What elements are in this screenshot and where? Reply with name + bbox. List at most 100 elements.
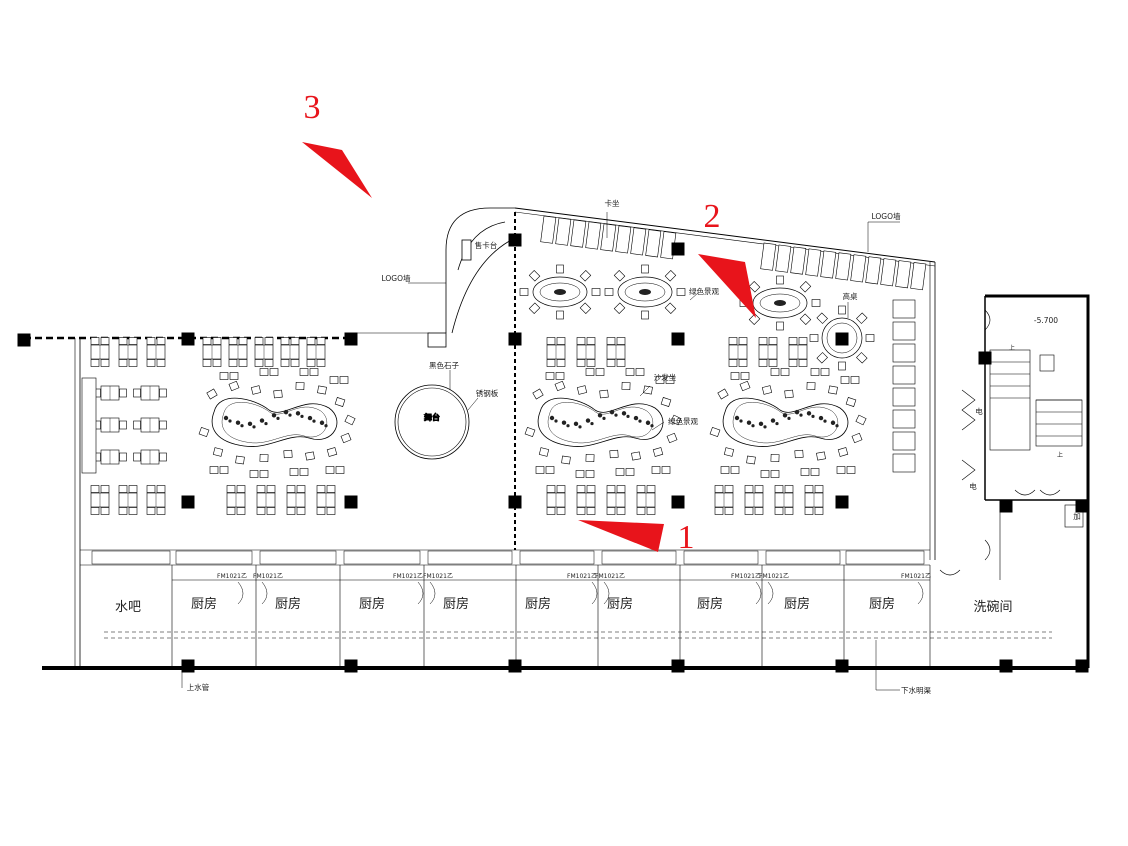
chair — [266, 485, 276, 493]
chair — [754, 485, 764, 493]
marker-label-3: 3 — [304, 89, 321, 126]
door-tags: FM1021乙 FM1021乙 FM1021乙 FM1021乙 FM1021乙 … — [217, 573, 931, 580]
booth-seat — [555, 217, 572, 246]
dining-table — [228, 344, 248, 360]
chair — [810, 368, 820, 376]
booth-seat — [820, 250, 837, 279]
chair — [838, 361, 846, 371]
dining-table — [546, 344, 566, 360]
chair — [676, 288, 686, 296]
booth-seat — [895, 260, 912, 289]
chair — [546, 359, 556, 367]
dining-table — [714, 492, 734, 508]
column — [671, 495, 685, 509]
chair — [340, 432, 352, 444]
planter-dot — [283, 409, 289, 415]
planter-dot — [247, 421, 253, 427]
chair — [714, 507, 724, 515]
planter-dot — [621, 411, 627, 416]
chair — [651, 466, 661, 474]
chair — [219, 466, 229, 474]
booth-seat — [892, 365, 916, 385]
chair — [159, 420, 167, 430]
ticket-desk-note: 售卡台 — [475, 240, 498, 250]
chair — [631, 451, 641, 461]
chair — [535, 466, 545, 474]
planter-dot — [319, 420, 325, 425]
booth-seat — [892, 387, 916, 407]
chair — [228, 380, 240, 392]
black-stone-note: 黑色石子 — [429, 360, 459, 370]
booth-seat — [540, 215, 557, 244]
planter-dot — [223, 415, 229, 421]
chair — [238, 359, 248, 367]
chair — [146, 337, 156, 345]
chair — [840, 376, 850, 384]
chair — [809, 334, 819, 342]
planter-dot — [264, 421, 268, 426]
chair — [326, 507, 336, 515]
chair — [723, 447, 735, 457]
chair — [309, 368, 319, 376]
planter-dot — [823, 419, 827, 423]
column — [1075, 499, 1089, 513]
chair — [816, 352, 828, 364]
oval-table-inner — [759, 293, 801, 313]
chair — [576, 485, 586, 493]
door-tag: FM1021乙 — [759, 573, 789, 580]
chair — [118, 507, 128, 515]
dining-table — [546, 492, 566, 508]
chair — [133, 420, 141, 430]
chair — [810, 468, 820, 476]
chair — [286, 507, 296, 515]
column — [999, 499, 1013, 513]
chair — [800, 468, 810, 476]
counter-segment — [343, 550, 421, 565]
view-arrow-1 — [578, 520, 664, 552]
high-table-note: 高桌 — [843, 291, 858, 301]
chair — [744, 507, 754, 515]
column — [508, 233, 522, 247]
door-swing — [429, 581, 436, 605]
chair — [289, 468, 299, 476]
chair — [146, 507, 156, 515]
chair — [316, 507, 326, 515]
dining-table — [804, 492, 824, 508]
kitchen-label: 厨房 — [697, 596, 723, 612]
chair — [118, 359, 128, 367]
chair — [714, 485, 724, 493]
chair — [306, 337, 316, 345]
door-swing — [767, 581, 774, 605]
dining-table — [100, 385, 120, 401]
planter-dot — [794, 409, 800, 415]
chair — [156, 485, 166, 493]
counter-segment — [519, 550, 595, 565]
booth-seat — [892, 409, 916, 429]
chair — [761, 385, 773, 395]
stage: 舞台 — [394, 384, 470, 460]
chair — [652, 447, 664, 457]
chair — [229, 372, 239, 380]
chair — [865, 334, 875, 342]
chair — [249, 470, 259, 478]
chair — [739, 380, 751, 392]
chair — [306, 359, 316, 367]
chair — [586, 337, 596, 345]
chair — [811, 299, 821, 307]
chair — [616, 507, 626, 515]
dining-table — [788, 344, 808, 360]
chair — [758, 359, 768, 367]
column — [835, 659, 849, 673]
annotation-labels: 卡坐 LOGO墙 LOGO墙 售卡台 绿色景观 高桌 沙发坐 绿色景观 黑色石子… — [187, 198, 1081, 695]
dining-table — [100, 449, 120, 465]
chair — [295, 382, 305, 390]
booth-seat — [585, 221, 602, 250]
oval-table-inner — [624, 282, 666, 302]
chair — [586, 507, 596, 515]
chair — [259, 368, 269, 376]
kitchen-label: 厨房 — [443, 596, 469, 612]
booth-seat — [760, 242, 777, 271]
dining-table — [280, 344, 300, 360]
counter-segment — [259, 550, 337, 565]
chair — [119, 452, 127, 462]
